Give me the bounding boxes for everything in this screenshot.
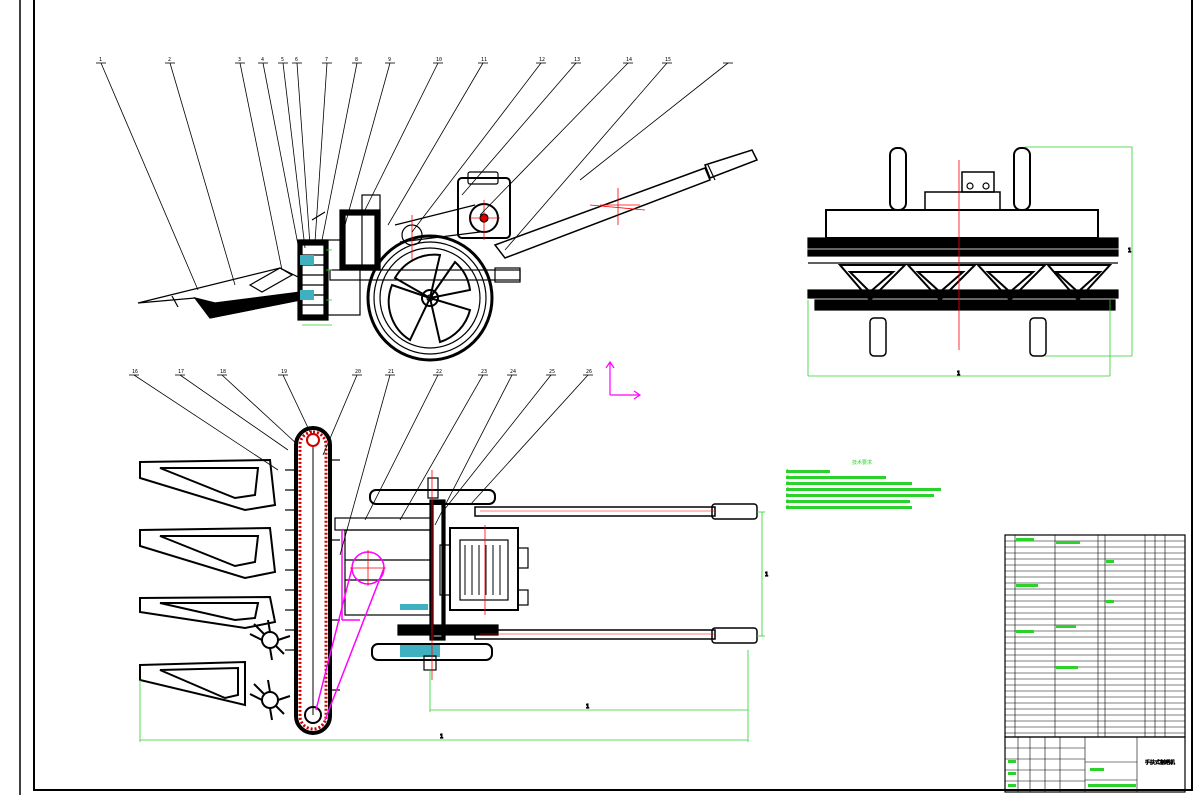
top-balloon-11: 26 <box>586 369 592 375</box>
side-balloon-11: 11 <box>481 57 487 63</box>
svg-text:1: 1 <box>957 371 960 377</box>
top-balloon-6: 21 <box>388 369 394 375</box>
side-balloon-13: 13 <box>574 57 580 63</box>
top-balloon-9: 24 <box>510 369 516 375</box>
side-balloon-1: 1 <box>99 57 102 63</box>
top-balloon-labels: 16 17 18 19 20 21 22 23 24 25 26 <box>132 369 592 375</box>
top-view: 1 1 1 <box>139 426 769 742</box>
side-balloon-5: 5 <box>281 57 284 63</box>
side-balloon-9: 9 <box>388 57 391 63</box>
side-balloon-4: 4 <box>261 57 264 63</box>
note-line-3: 3. <box>786 481 792 487</box>
side-leaders <box>96 62 733 291</box>
title-block: 手扶式割晒机 <box>1004 736 1186 793</box>
side-balloon-3: 3 <box>238 57 241 63</box>
side-balloon-6: 6 <box>295 57 298 63</box>
top-leaders <box>129 374 593 556</box>
svg-text:1: 1 <box>440 734 443 740</box>
note-line-7: 7. <box>786 505 792 511</box>
top-balloon-3: 18 <box>220 369 226 375</box>
parts-list <box>1004 534 1186 738</box>
side-balloon-15: 15 <box>665 57 671 63</box>
ucs-axis-icon <box>605 360 642 400</box>
technical-notes: 技术要求 1.2.3.4.5.6.7. <box>786 459 941 511</box>
top-balloon-2: 17 <box>178 369 184 375</box>
front-view: 1 1 <box>807 146 1133 378</box>
top-balloon-1: 16 <box>132 369 138 375</box>
side-balloon-10: 10 <box>436 57 442 63</box>
svg-text:1: 1 <box>1128 248 1131 254</box>
side-view <box>137 149 759 362</box>
note-line-4: 4. <box>786 487 792 493</box>
drawing-name: 手扶式割晒机 <box>1145 759 1175 766</box>
side-balloon-2: 2 <box>168 57 171 63</box>
top-balloon-8: 23 <box>481 369 487 375</box>
note-line-5: 5. <box>786 493 792 499</box>
svg-text:1: 1 <box>765 572 768 578</box>
top-balloon-5: 20 <box>355 369 361 375</box>
svg-text:1: 1 <box>586 704 589 710</box>
note-line-6: 6. <box>786 499 792 505</box>
side-balloon-7: 7 <box>325 57 328 63</box>
top-balloon-7: 22 <box>436 369 442 375</box>
side-balloon-14: 14 <box>626 57 632 63</box>
drawing-frame <box>19 0 1193 795</box>
note-line-2: 2. <box>786 475 792 481</box>
side-balloon-12: 12 <box>539 57 545 63</box>
top-balloon-4: 19 <box>281 369 287 375</box>
notes-title: 技术要求 <box>852 459 872 466</box>
side-balloon-8: 8 <box>355 57 358 63</box>
note-line-1: 1. <box>786 469 792 475</box>
top-balloon-10: 25 <box>549 369 555 375</box>
